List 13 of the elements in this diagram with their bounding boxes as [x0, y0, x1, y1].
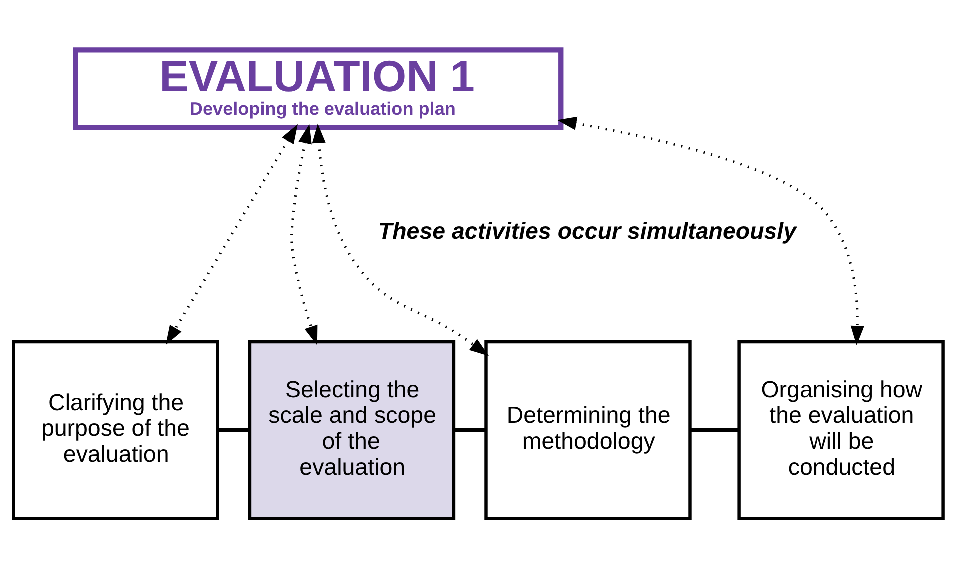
connector	[690, 428, 739, 432]
node-box: Determining the methodology	[484, 340, 692, 520]
arrow	[312, 123, 490, 356]
arrow	[290, 124, 318, 345]
node-box: Organising how the evaluation will be conducted	[738, 340, 945, 520]
node-box: Selecting the scale and scope of the evaluation	[248, 340, 456, 520]
node-box: Clarifying the purpose of the evaluation	[12, 340, 220, 520]
arrow	[166, 124, 298, 345]
arrow	[557, 116, 864, 345]
node-box: EVALUATION 1 Developing the evaluation plan	[73, 47, 564, 130]
connector	[454, 428, 486, 432]
connector	[218, 428, 250, 432]
label: These activities occur simultaneously	[378, 218, 797, 244]
